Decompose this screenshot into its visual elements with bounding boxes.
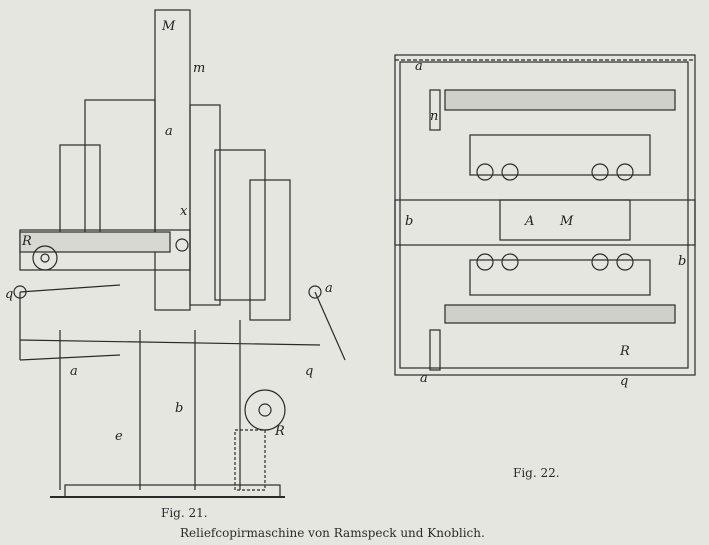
svg-text:x: x (180, 204, 188, 219)
svg-text:R: R (21, 234, 32, 249)
svg-text:R: R (619, 344, 630, 359)
svg-text:M: M (559, 214, 574, 229)
svg-text:b: b (405, 214, 413, 229)
svg-text:a: a (415, 59, 423, 74)
svg-text:R: R (274, 424, 285, 439)
svg-text:b: b (678, 254, 686, 269)
svg-text:a: a (70, 364, 78, 379)
svg-text:n: n (430, 109, 438, 124)
svg-text:a: a (420, 371, 428, 386)
svg-text:q: q (620, 374, 628, 389)
svg-text:e: e (115, 429, 123, 444)
svg-text:M: M (161, 19, 176, 34)
svg-text:q: q (5, 287, 13, 302)
svg-text:m: m (193, 61, 205, 76)
fig-21-caption: Fig. 21. (161, 506, 208, 520)
figure-22-drawing: a n M A b b R a q (394, 54, 696, 389)
main-caption: Reliefcopirmaschine von Ramspeck und Kno… (180, 526, 485, 540)
svg-text:A: A (524, 214, 534, 229)
fig-22-caption: Fig. 22. (513, 466, 560, 480)
svg-text:b: b (175, 401, 183, 416)
svg-text:a: a (325, 281, 333, 296)
svg-text:a: a (165, 124, 173, 139)
svg-text:q: q (305, 364, 313, 379)
figure-21-drawing: M m a x R q a b e R a q (5, 9, 346, 498)
